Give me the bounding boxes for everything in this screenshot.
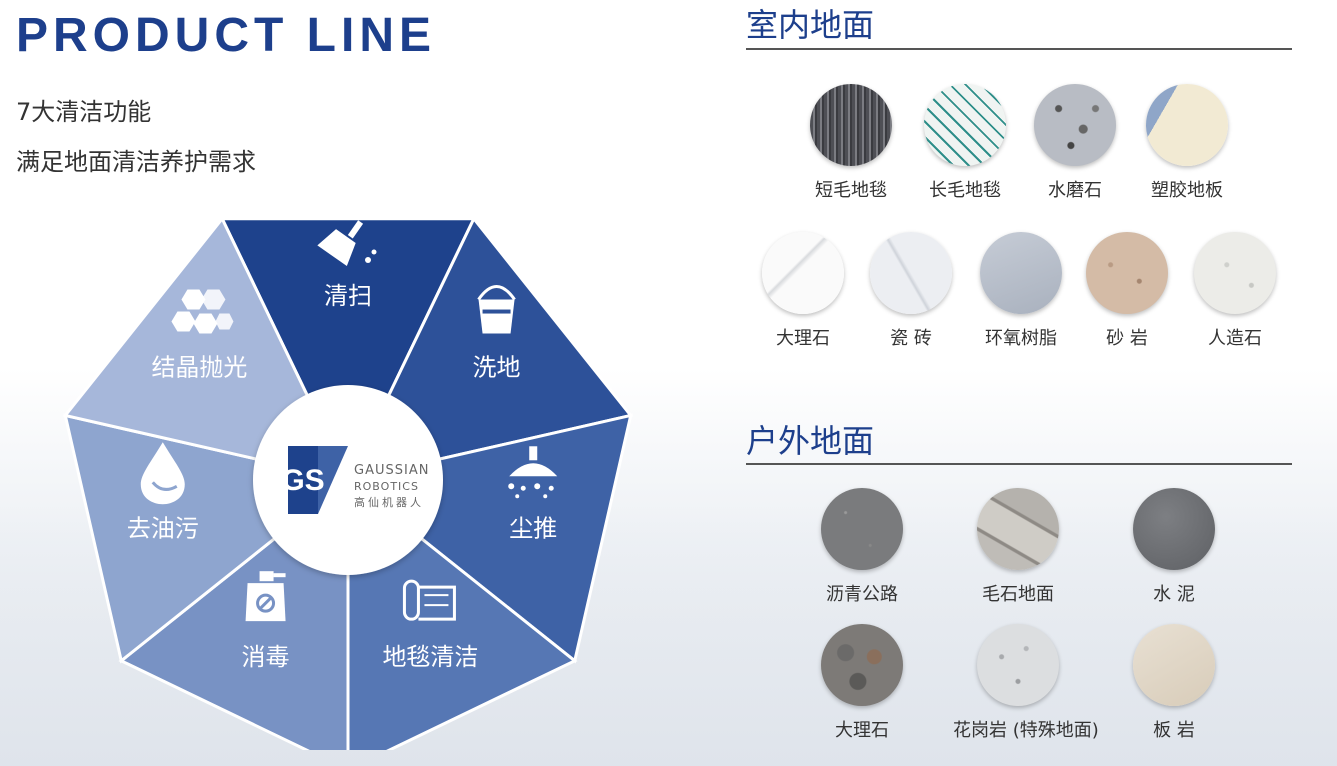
- material-slate: 板 岩: [1109, 624, 1239, 742]
- material-vinyl: 塑胶地板: [1122, 84, 1252, 202]
- gaussian-logo: GS GAUSSIAN ROBOTICS 高仙机器人: [281, 446, 429, 514]
- oil-drop-icon: [140, 442, 185, 505]
- material-label: 短毛地毯: [815, 180, 887, 201]
- center-logo-circle: [253, 385, 443, 575]
- tile-swatch: [870, 232, 952, 314]
- material-label: 毛石地面: [982, 584, 1054, 605]
- material-cement: 水 泥: [1109, 488, 1239, 606]
- material-label: 板 岩: [1153, 720, 1195, 741]
- epoxy-swatch: [980, 232, 1062, 314]
- artificial-stone-swatch: [1194, 232, 1276, 314]
- material-label: 塑胶地板: [1151, 180, 1223, 201]
- asphalt-swatch: [821, 488, 903, 570]
- sandstone-swatch: [1086, 232, 1168, 314]
- material-asphalt: 沥青公路: [797, 488, 927, 606]
- logo-line-3: 高仙机器人: [354, 495, 424, 509]
- material-epoxy: 环氧树脂: [956, 232, 1086, 350]
- material-label: 大理石: [835, 720, 889, 741]
- bucket-icon: [477, 285, 516, 334]
- material-short-carpet: 短毛地毯: [786, 84, 916, 202]
- outdoor-divider: [746, 463, 1292, 465]
- pebble-marble-swatch: [821, 624, 903, 706]
- carpet-icon: [402, 579, 456, 621]
- function-label: 地毯清洁: [382, 643, 478, 671]
- material-label: 砂 岩: [1106, 328, 1148, 349]
- material-label: 瓷 砖: [890, 328, 932, 349]
- logo-mark: GS: [281, 464, 324, 497]
- material-terrazzo: 水磨石: [1010, 84, 1140, 202]
- logo-line-1: GAUSSIAN: [354, 463, 429, 478]
- material-sandstone: 砂 岩: [1062, 232, 1192, 350]
- granite-swatch: [977, 624, 1059, 706]
- vinyl-swatch: [1146, 84, 1228, 166]
- rubble-stone-swatch: [977, 488, 1059, 570]
- short-carpet-swatch: [810, 84, 892, 166]
- function-label: 去油污: [127, 514, 199, 542]
- material-label: 沥青公路: [826, 584, 898, 605]
- material-label: 大理石: [776, 328, 830, 349]
- spray-bottle-icon: [245, 571, 286, 622]
- material-long-carpet: 长毛地毯: [900, 84, 1030, 202]
- logo-line-2: ROBOTICS: [354, 480, 419, 493]
- subtitle-needs: 满足地面清洁养护需求: [16, 148, 256, 176]
- material-tile: 瓷 砖: [846, 232, 976, 350]
- material-marble-outdoor: 大理石: [797, 624, 927, 742]
- material-rubble-stone: 毛石地面: [953, 488, 1083, 606]
- material-label: 花岗岩 (特殊地面): [953, 720, 1099, 741]
- marble-swatch: [762, 232, 844, 314]
- material-label: 水 泥: [1153, 584, 1195, 605]
- indoor-title: 室内地面: [746, 6, 875, 44]
- material-artificial-stone: 人造石: [1170, 232, 1300, 350]
- function-label: 结晶抛光: [151, 354, 247, 382]
- page-title: PRODUCT LINE: [16, 9, 436, 62]
- outdoor-title: 户外地面: [746, 422, 875, 460]
- material-label: 环氧树脂: [985, 328, 1057, 349]
- function-label: 清扫: [324, 282, 372, 310]
- material-label: 长毛地毯: [929, 180, 1001, 201]
- indoor-divider: [746, 48, 1292, 50]
- long-carpet-swatch: [924, 84, 1006, 166]
- material-granite: 花岗岩 (特殊地面): [953, 624, 1099, 742]
- wheel-segment: [62, 215, 351, 483]
- material-marble-indoor: 大理石: [738, 232, 868, 350]
- function-label: 消毒: [242, 643, 290, 671]
- crystal-icon: [171, 289, 234, 334]
- function-label: 洗地: [473, 354, 521, 382]
- dust-mop-icon: [508, 446, 558, 499]
- broom-icon: [317, 220, 377, 267]
- subtitle-functions: 7大清洁功能: [16, 98, 152, 126]
- material-label: 水磨石: [1048, 180, 1102, 201]
- material-label: 人造石: [1208, 328, 1262, 349]
- terrazzo-swatch: [1034, 84, 1116, 166]
- function-label: 尘推: [509, 514, 557, 542]
- cement-swatch: [1133, 488, 1215, 570]
- slate-swatch: [1133, 624, 1215, 706]
